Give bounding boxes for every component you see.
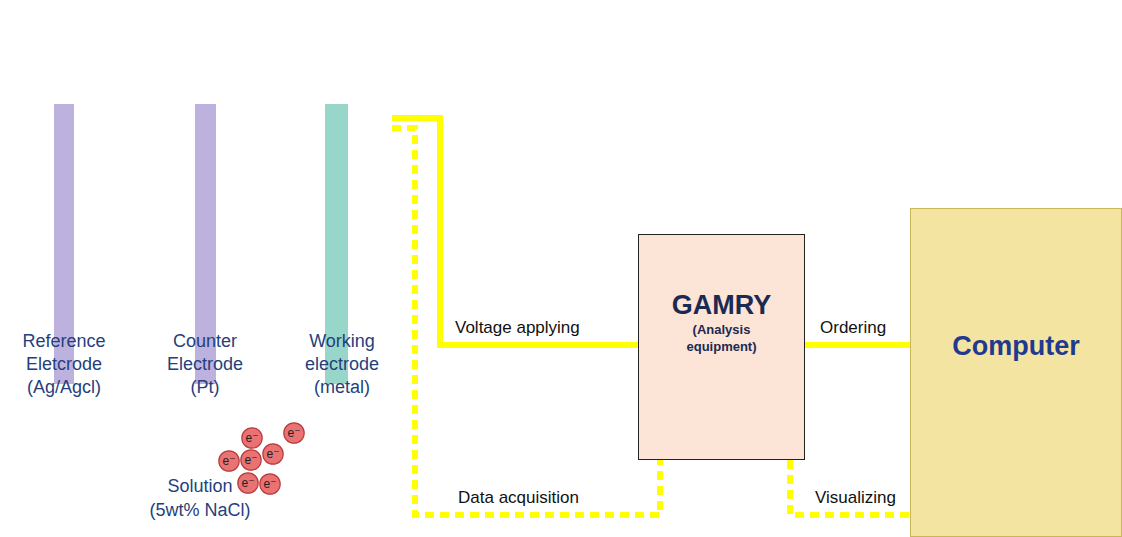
electron: e⁻ bbox=[262, 443, 284, 465]
box-title: GAMRY bbox=[672, 289, 772, 321]
solution-label: Solution (5wt% NaCl) bbox=[144, 474, 256, 522]
connector-label: Visualizing bbox=[815, 488, 896, 508]
electron: e⁻ bbox=[237, 472, 259, 494]
electron-symbol: e⁻ bbox=[262, 443, 284, 465]
box-subtitle: (Analysis equipment) bbox=[677, 321, 767, 355]
electrode-label: Working electrode (metal) bbox=[292, 330, 392, 399]
beaker-body bbox=[3, 88, 403, 537]
box-title: Computer bbox=[952, 330, 1080, 362]
electron: e⁻ bbox=[283, 422, 305, 444]
data-line bbox=[392, 128, 660, 515]
beaker: Solution (5wt% NaCl) Reference Eletcrode … bbox=[0, 0, 405, 537]
electron-symbol: e⁻ bbox=[218, 450, 240, 472]
electron-symbol: e⁻ bbox=[240, 449, 262, 471]
electron-outline bbox=[219, 451, 239, 471]
electron: e⁻ bbox=[241, 427, 263, 449]
electron-symbol: e⁻ bbox=[241, 427, 263, 449]
signal-line bbox=[805, 342, 910, 348]
electron-outline bbox=[284, 423, 304, 443]
electron-symbol: e⁻ bbox=[283, 422, 305, 444]
electron: e⁻ bbox=[240, 449, 262, 471]
reference-electrode: Reference Eletcrode (Ag/Agcl) bbox=[14, 104, 114, 401]
electron: e⁻ bbox=[218, 450, 240, 472]
electron-outline bbox=[260, 474, 280, 494]
electron: e⁻ bbox=[259, 473, 281, 495]
electron-outline bbox=[263, 444, 283, 464]
electron-outline bbox=[238, 473, 258, 493]
electron-outline bbox=[241, 450, 261, 470]
electrode-label: Reference Eletcrode (Ag/Agcl) bbox=[14, 330, 114, 399]
data-line bbox=[790, 460, 910, 515]
connector-label: Voltage applying bbox=[455, 318, 580, 338]
connector-label: Ordering bbox=[820, 318, 886, 338]
working-electrode: Working electrode (metal) bbox=[292, 104, 392, 401]
electrode-label: Counter Electrode (Pt) bbox=[155, 330, 255, 399]
electron-symbol: e⁻ bbox=[259, 473, 281, 495]
analysis-equipment-box: GAMRY(Analysis equipment) bbox=[638, 234, 805, 460]
connector-label: Data acquisition bbox=[458, 488, 579, 508]
computer-box: Computer bbox=[910, 208, 1122, 537]
counter-electrode: Counter Electrode (Pt) bbox=[155, 104, 255, 401]
electron-outline bbox=[242, 428, 262, 448]
electron-symbol: e⁻ bbox=[237, 472, 259, 494]
signal-line bbox=[392, 118, 638, 345]
